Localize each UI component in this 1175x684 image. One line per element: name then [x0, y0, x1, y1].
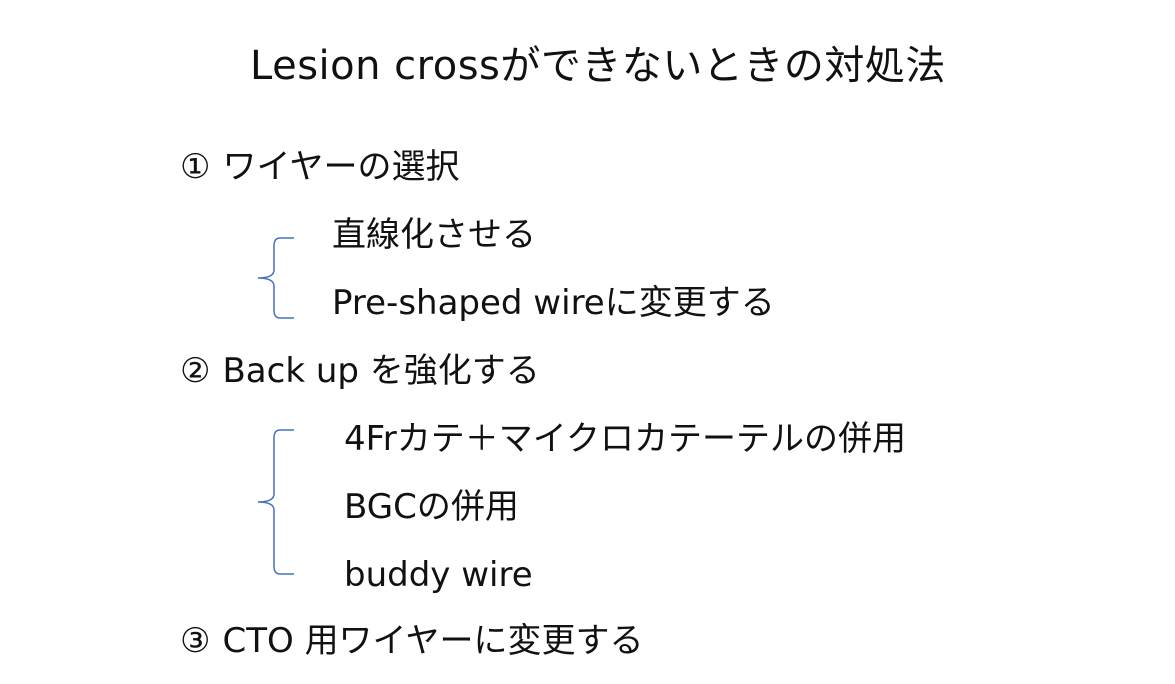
item-label-3: CTO 用ワイヤーに変更する: [222, 621, 644, 661]
brace-icon-2: [257, 429, 294, 575]
item-label-1: ワイヤーの選択: [222, 147, 460, 187]
sub-item-2-3: buddy wire: [344, 555, 533, 595]
list-item-3: ③ CTO 用ワイヤーに変更する: [180, 619, 644, 663]
item-label-2: Back up を強化する: [222, 351, 540, 391]
sub-item-2-1: 4Frカテ＋マイクロカテーテルの併用: [344, 419, 907, 459]
sub-item-1-2: Pre-shaped wireに変更する: [332, 283, 775, 323]
item-number-3: ③: [180, 621, 211, 661]
sub-item-1-1: 直線化させる: [332, 215, 536, 255]
brace-icon-1: [257, 237, 294, 319]
list-item-1: ① ワイヤーの選択: [180, 145, 459, 189]
slide-title: Lesion crossができないときの対処法: [250, 43, 946, 89]
list-item-2: ② Back up を強化する: [180, 349, 540, 393]
sub-item-2-2: BGCの併用: [344, 487, 519, 527]
item-number-2: ②: [180, 351, 211, 391]
item-number-1: ①: [180, 147, 211, 187]
